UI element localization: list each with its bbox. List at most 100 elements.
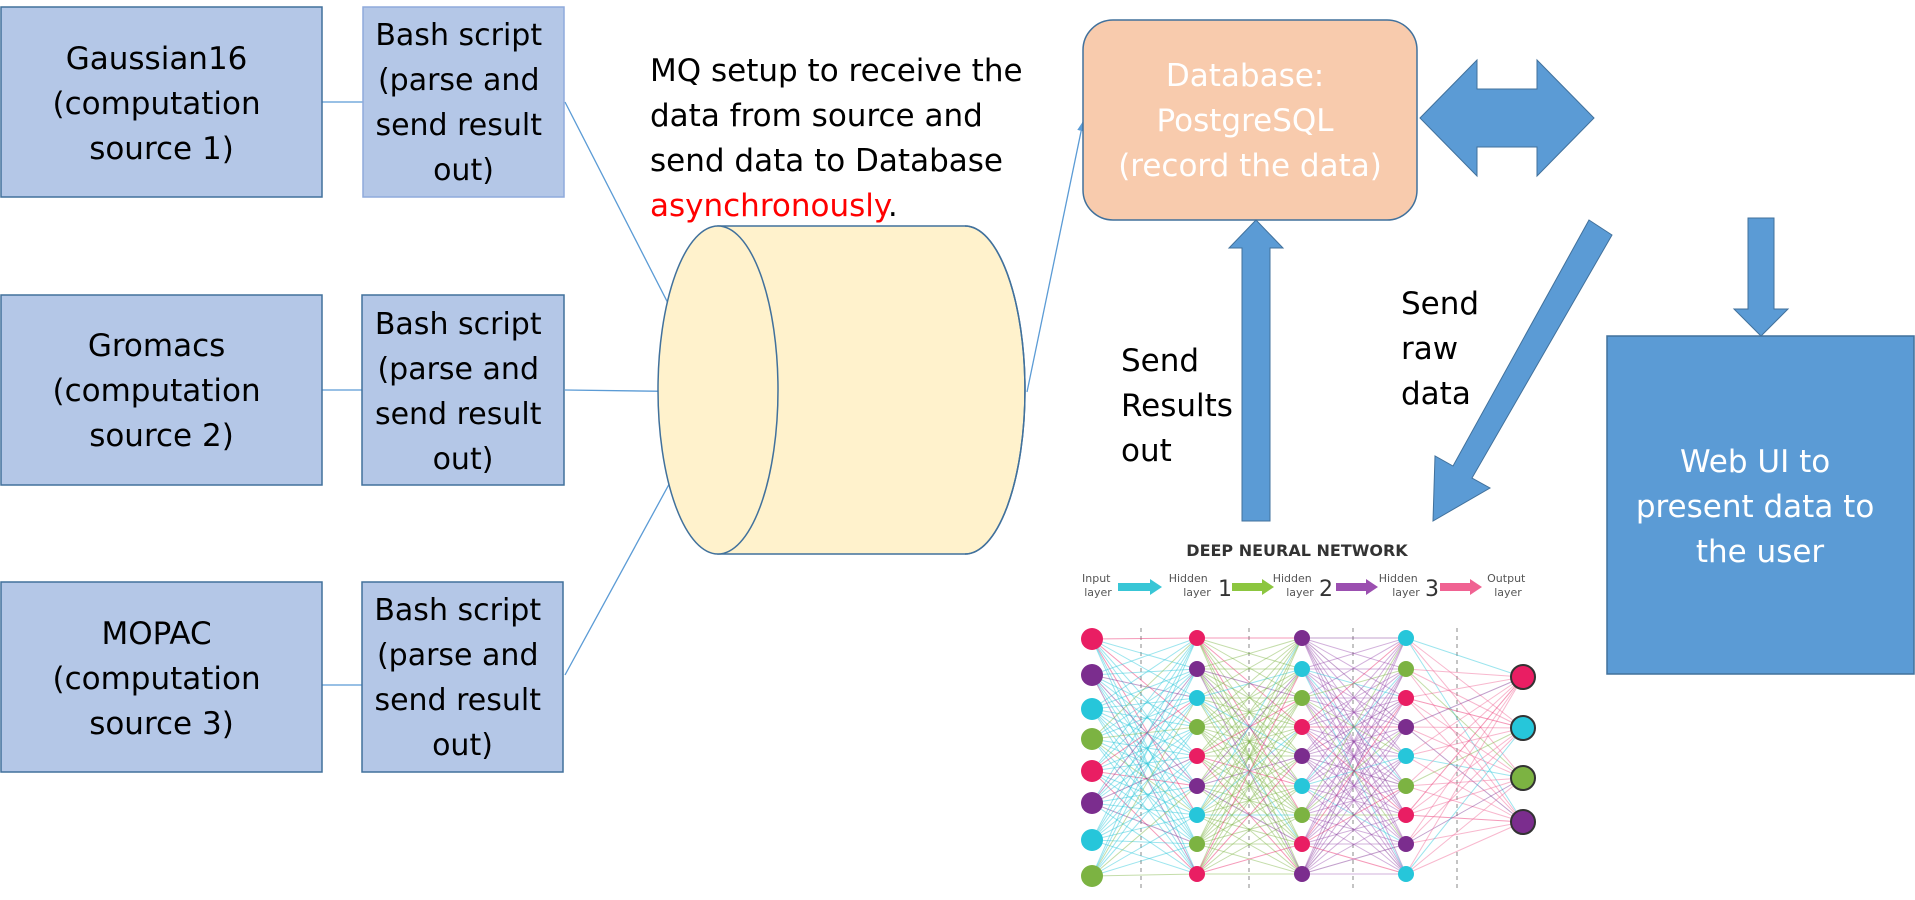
dnn-edge (1196, 785, 1303, 875)
dnn-node (1294, 807, 1310, 823)
source-3-line-3: source 3) (89, 706, 234, 742)
dnn-edge (1091, 637, 1198, 804)
mq-note-highlight: asynchronously (650, 188, 892, 224)
dnn-edge (1091, 755, 1198, 804)
dnn-edge (1301, 697, 1407, 845)
dnn-edge (1301, 637, 1407, 699)
dnn-edge (1196, 843, 1303, 875)
dnn-edge (1196, 637, 1303, 757)
dnn-node (1189, 719, 1205, 735)
dnn-edge (1091, 843, 1198, 877)
dnn-edge (1196, 668, 1303, 699)
dnn-edge (1196, 785, 1303, 875)
dnn-edge (1196, 726, 1303, 787)
dnn-edge (1301, 843, 1407, 875)
dnn-edge (1196, 726, 1303, 875)
dnn-edge (1091, 674, 1198, 816)
dnn-edge (1405, 726, 1524, 823)
dnn-dashed-separators (1140, 628, 1458, 888)
dnn-edge (1196, 697, 1303, 787)
dnn-edge (1196, 785, 1303, 845)
dnn-edge (1301, 668, 1407, 787)
dnn-edge (1091, 668, 1198, 804)
dnn-node (1189, 866, 1205, 882)
dnn-edge (1301, 755, 1407, 816)
source-1-line-1: Gaussian16 (66, 41, 248, 77)
dnn-edge (1301, 637, 1407, 728)
dnn-edge (1091, 770, 1198, 875)
dnn-edge (1405, 697, 1524, 823)
source-3-line-2: (computation (52, 661, 260, 697)
dnn-edge (1196, 668, 1303, 787)
dnn-edge (1301, 668, 1407, 816)
dnn-edge (1196, 668, 1303, 845)
dnn-edge (1301, 726, 1407, 875)
dnn-edge (1196, 726, 1303, 757)
dnn-edge (1091, 668, 1198, 676)
source-1-line-3: source 1) (89, 131, 234, 167)
dnn-edge (1091, 708, 1198, 787)
dnn-edge (1196, 755, 1303, 787)
dnn-edge (1405, 777, 1524, 816)
dnn-edge (1091, 668, 1198, 772)
dnn-edge (1196, 814, 1303, 845)
dnn-edge (1196, 697, 1303, 787)
dnn-edge (1405, 676, 1524, 757)
source-box-1: Gaussian16 (computation source 1) (0, 6, 323, 198)
down-arrow-icon (1732, 217, 1790, 337)
send-raw-line-3: data (1401, 376, 1471, 412)
dnn-edge (1196, 637, 1303, 670)
dnn-edge (1091, 873, 1198, 877)
dnn-illustration: DEEP NEURAL NETWORK Input layer Hidden l… (1081, 541, 1536, 888)
dnn-edge (1405, 755, 1524, 779)
dnn-edge (1196, 726, 1303, 816)
dnn-edge (1196, 726, 1303, 845)
dnn-edge (1405, 676, 1524, 728)
mq-note-line-1: MQ setup to receive the (650, 53, 1023, 89)
dnn-edge (1091, 738, 1198, 875)
dnn-node (1510, 715, 1536, 741)
dnn-edge (1301, 697, 1407, 757)
dnn-edge (1301, 697, 1407, 728)
dnn-edge (1091, 726, 1198, 740)
header-arrow-3-icon (1336, 579, 1378, 595)
dnn-edge (1091, 785, 1198, 877)
dnn-node (1189, 807, 1205, 823)
send-raw-line-2: raw (1401, 331, 1458, 367)
dnn-edge (1405, 637, 1524, 729)
dnn-edge (1091, 770, 1198, 787)
dnn-edge (1091, 638, 1198, 845)
dnn-edge (1091, 708, 1198, 728)
dnn-edge (1196, 755, 1303, 845)
dnn-edge (1196, 637, 1303, 670)
dnn-edge (1301, 697, 1407, 816)
dnn-edge (1405, 668, 1524, 779)
dnn-node (1081, 760, 1103, 782)
dnn-node (1510, 664, 1536, 690)
dnn-node (1398, 778, 1414, 794)
dnn-edge (1405, 727, 1524, 845)
dnn-edge (1301, 637, 1407, 787)
dnn-edge (1301, 668, 1407, 699)
dnn-edge (1301, 668, 1407, 699)
dnn-edge (1196, 668, 1303, 816)
source-3-line-1: MOPAC (101, 616, 211, 652)
dnn-edge (1196, 726, 1303, 787)
dnn-edge (1301, 637, 1407, 845)
dnn-edge (1301, 785, 1407, 845)
dnn-edge (1196, 668, 1303, 875)
dnn-edge (1091, 839, 1198, 845)
send-raw-line-1: Send (1401, 286, 1479, 322)
dnn-edge (1405, 697, 1524, 779)
source-1-line-2: (computation (52, 86, 260, 122)
header-arrow-2-icon (1232, 579, 1274, 595)
dnn-edge (1196, 697, 1303, 728)
web-ui-line-1: Web UI to (1680, 444, 1830, 480)
script-1-line-4: out) (433, 153, 494, 188)
dnn-edge (1091, 674, 1198, 757)
input-layer-label: Input layer (1082, 572, 1114, 599)
dnn-edge (1091, 785, 1198, 804)
dnn-edge (1301, 814, 1407, 845)
dnn-edge (1405, 676, 1524, 845)
